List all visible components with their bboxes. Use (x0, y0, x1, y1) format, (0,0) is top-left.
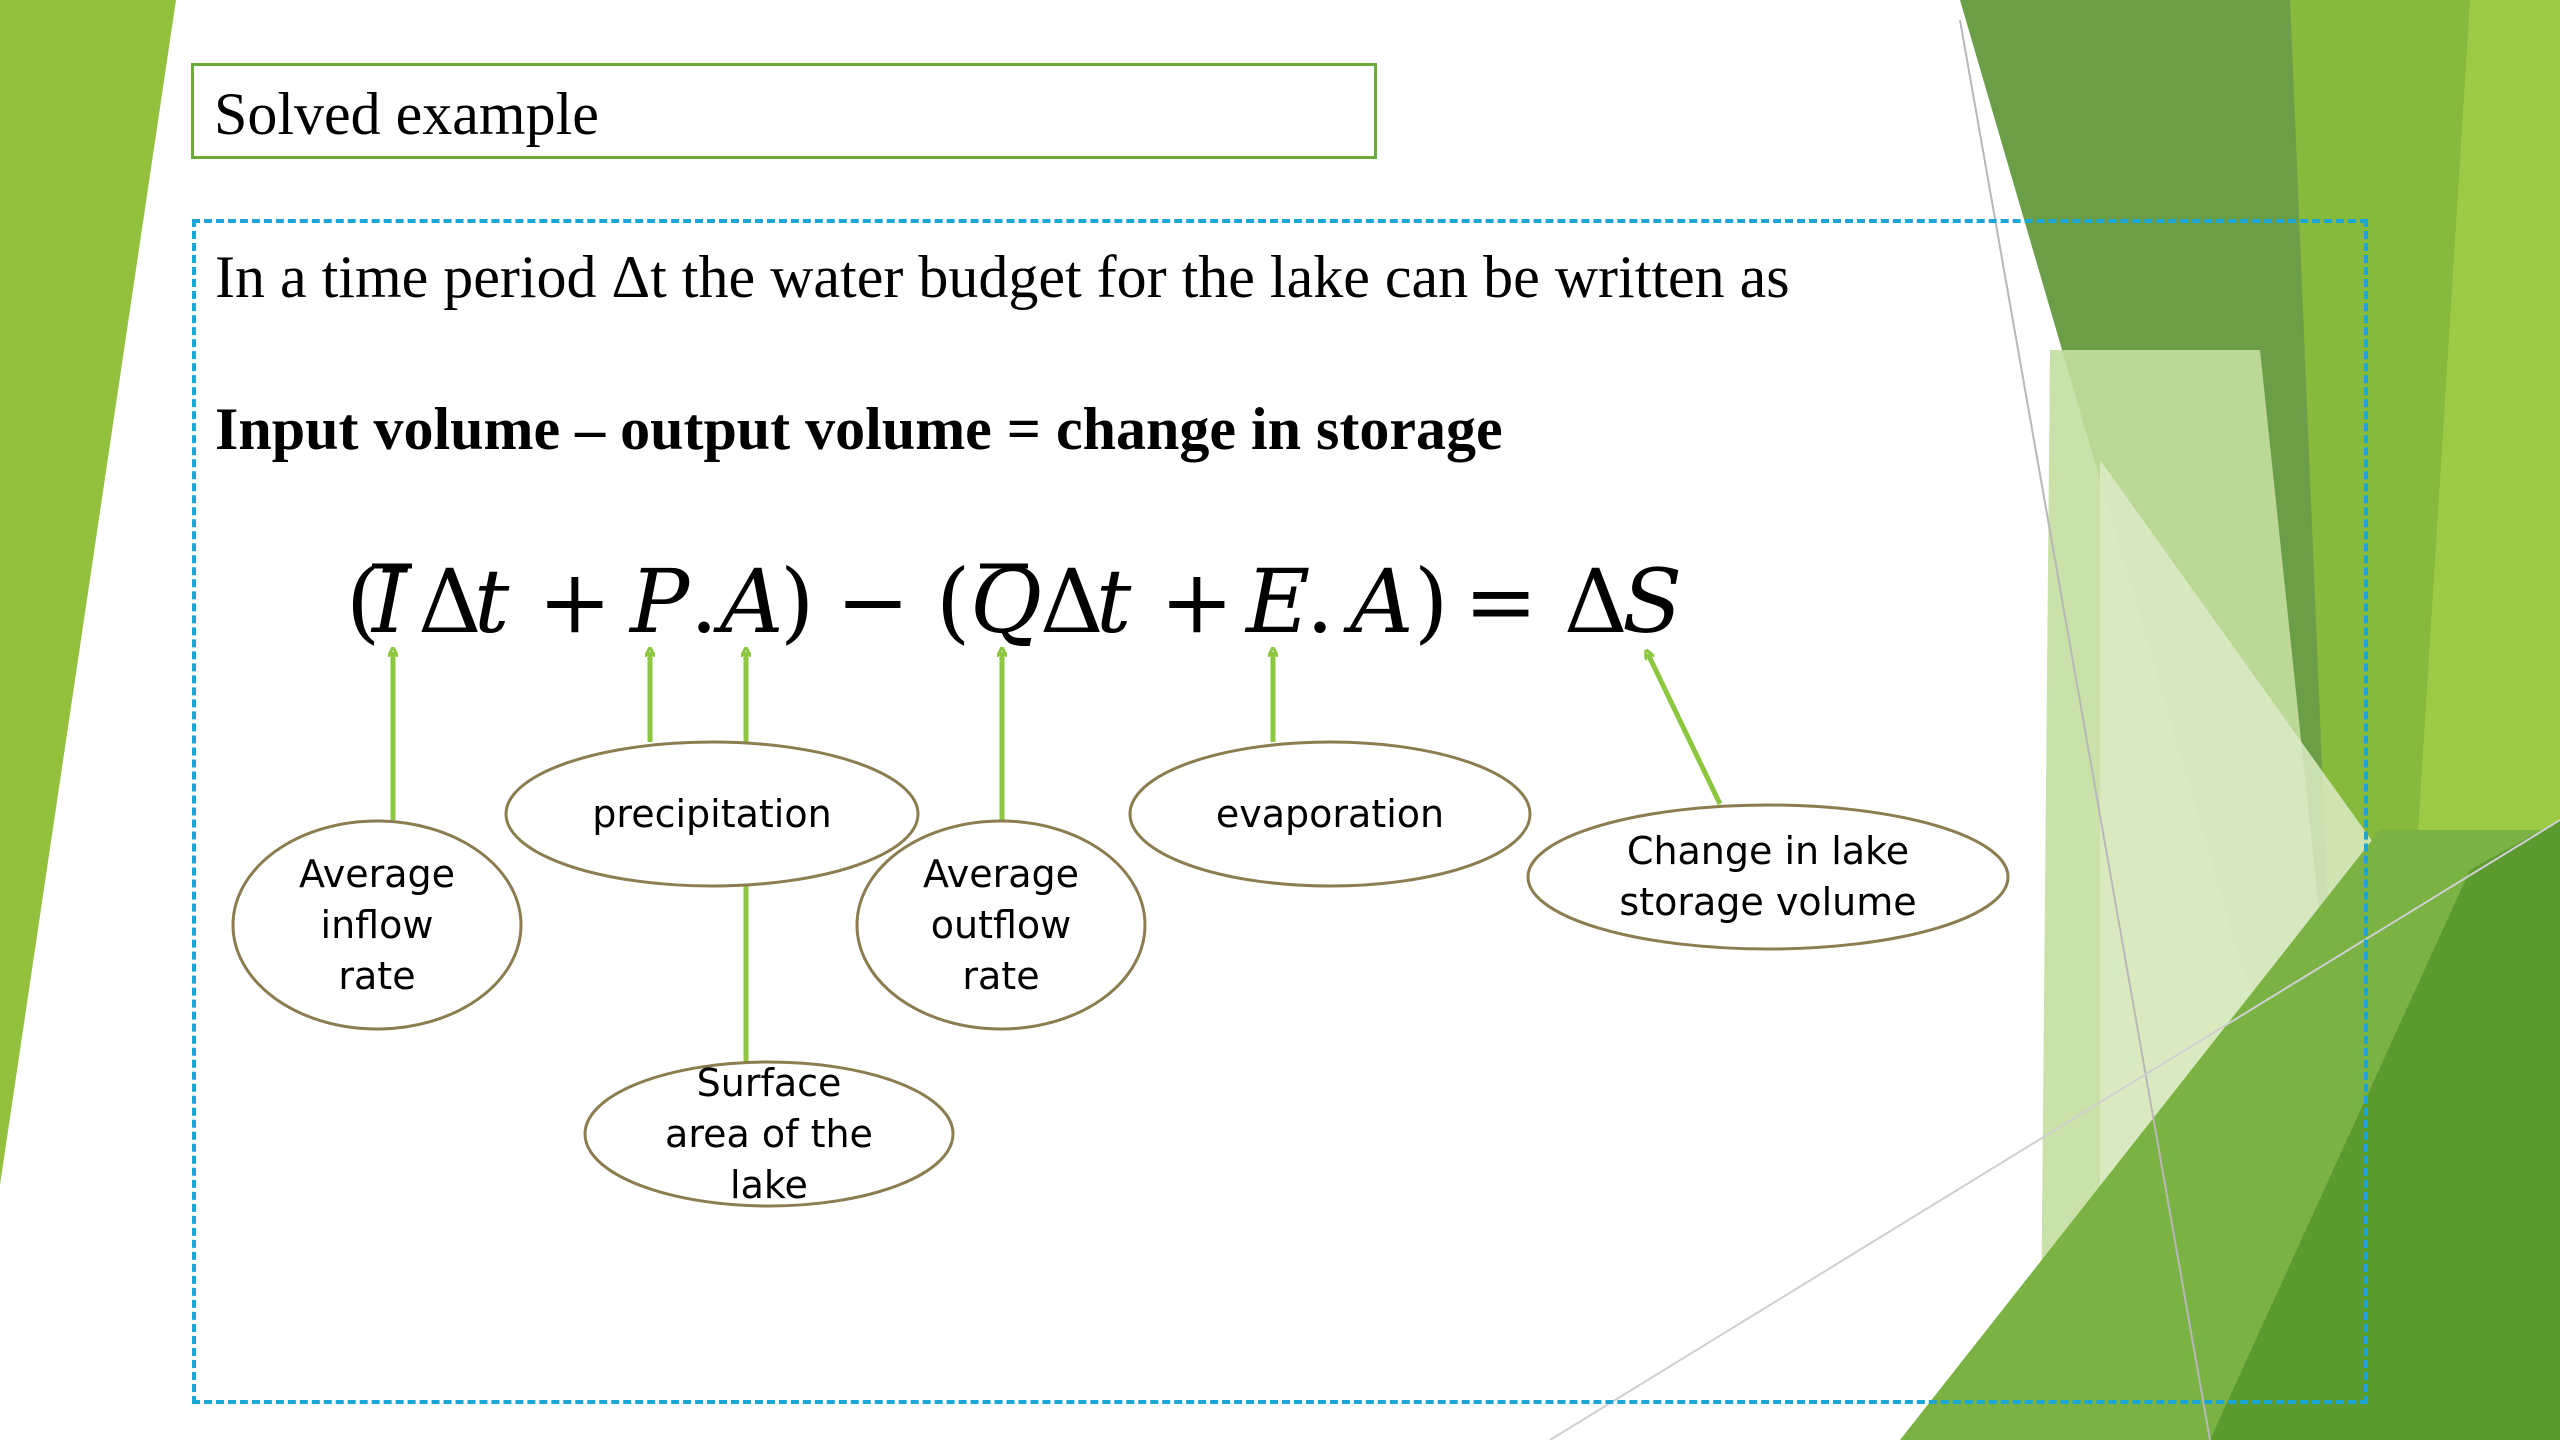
eq-t: t (474, 550, 510, 653)
eq-close-paren: ) (1414, 550, 1448, 653)
eq-dot: . (1306, 550, 1334, 653)
label-average-outflow: Average outflow rate (922, 851, 1080, 998)
eq-storage-symbol: S (1622, 550, 1682, 653)
label-surface-area: Surface area of the lake (665, 1060, 873, 1207)
eq-plus: + (538, 550, 612, 653)
eq-delta: Δ (418, 550, 482, 653)
eq-dot: . (690, 550, 718, 653)
eq-evap-symbol: E (1244, 550, 1310, 653)
bubble-precipitation (504, 740, 920, 888)
label-evaporation: evaporation (1215, 791, 1445, 836)
content-box: In a time period Δt the water budget for… (192, 219, 2368, 1404)
decor-thin-line (1549, 819, 2560, 1440)
eq-equals: = (1464, 550, 1538, 653)
budget-rule: Input volume – output volume = change in… (215, 396, 1503, 462)
bubble-average-inflow (231, 819, 523, 1031)
left-green-shape (0, 0, 176, 1185)
eq-t: t (1096, 550, 1132, 653)
eq-plus: + (1160, 550, 1234, 653)
slide-title: Solved example (214, 81, 599, 147)
label-bubbles (231, 740, 2010, 1208)
eq-precip-symbol: P (628, 550, 691, 653)
connector-arrows (393, 652, 1723, 1062)
bubble-average-outflow (855, 819, 1147, 1031)
eq-area-symbol: A (1343, 550, 1414, 653)
eq-open-paren: ( (936, 550, 970, 653)
label-precipitation: precipitation (592, 791, 832, 836)
eq-area-symbol: A (713, 550, 784, 653)
bubble-evaporation (1128, 740, 1532, 888)
intro-text: In a time period Δt the water budget for… (215, 244, 1790, 310)
eq-close-paren: ) (780, 550, 814, 653)
eq-delta: Δ (1564, 550, 1628, 653)
decor-thin-line (1959, 19, 2211, 1440)
eq-minus: − (836, 550, 910, 653)
label-average-inflow: Average inflow rate (298, 851, 456, 998)
bubble-change-storage (1526, 803, 2010, 951)
water-budget-equation: ( I Δ t + P . A ) − ( Q Δ t + E . A ) = … (346, 550, 1682, 653)
title-box: Solved example (191, 63, 1377, 159)
arrow-storage (1648, 654, 1723, 806)
bubble-surface-area (583, 1060, 955, 1208)
eq-delta: Δ (1040, 550, 1104, 653)
bottom-right-dark-shape (2210, 820, 2560, 1440)
label-change-storage: Change in lake storage volume (1619, 829, 1917, 924)
